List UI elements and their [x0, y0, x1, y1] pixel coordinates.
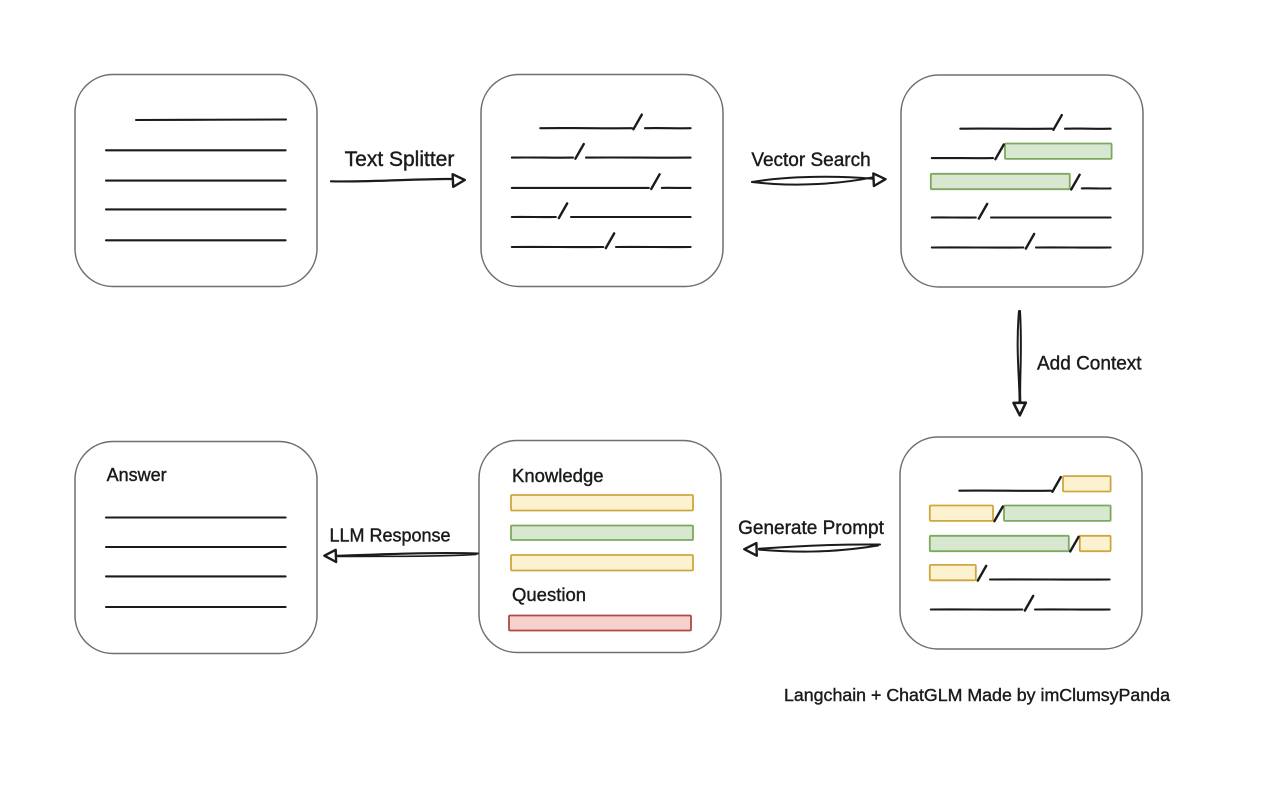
svg-text:Text Splitter: Text Splitter	[345, 148, 455, 171]
svg-text:Langchain + ChatGLM Made by im: Langchain + ChatGLM Made by imClumsyPand…	[784, 685, 1170, 705]
svg-text:Knowledge: Knowledge	[512, 465, 604, 486]
svg-text:Answer: Answer	[107, 465, 167, 485]
svg-text:LLM Response: LLM Response	[329, 526, 450, 546]
svg-text:Generate Prompt: Generate Prompt	[738, 518, 884, 539]
svg-text:Add Context: Add Context	[1037, 354, 1142, 375]
svg-text:Vector Search: Vector Search	[751, 150, 870, 171]
svg-text:Question: Question	[512, 584, 586, 605]
